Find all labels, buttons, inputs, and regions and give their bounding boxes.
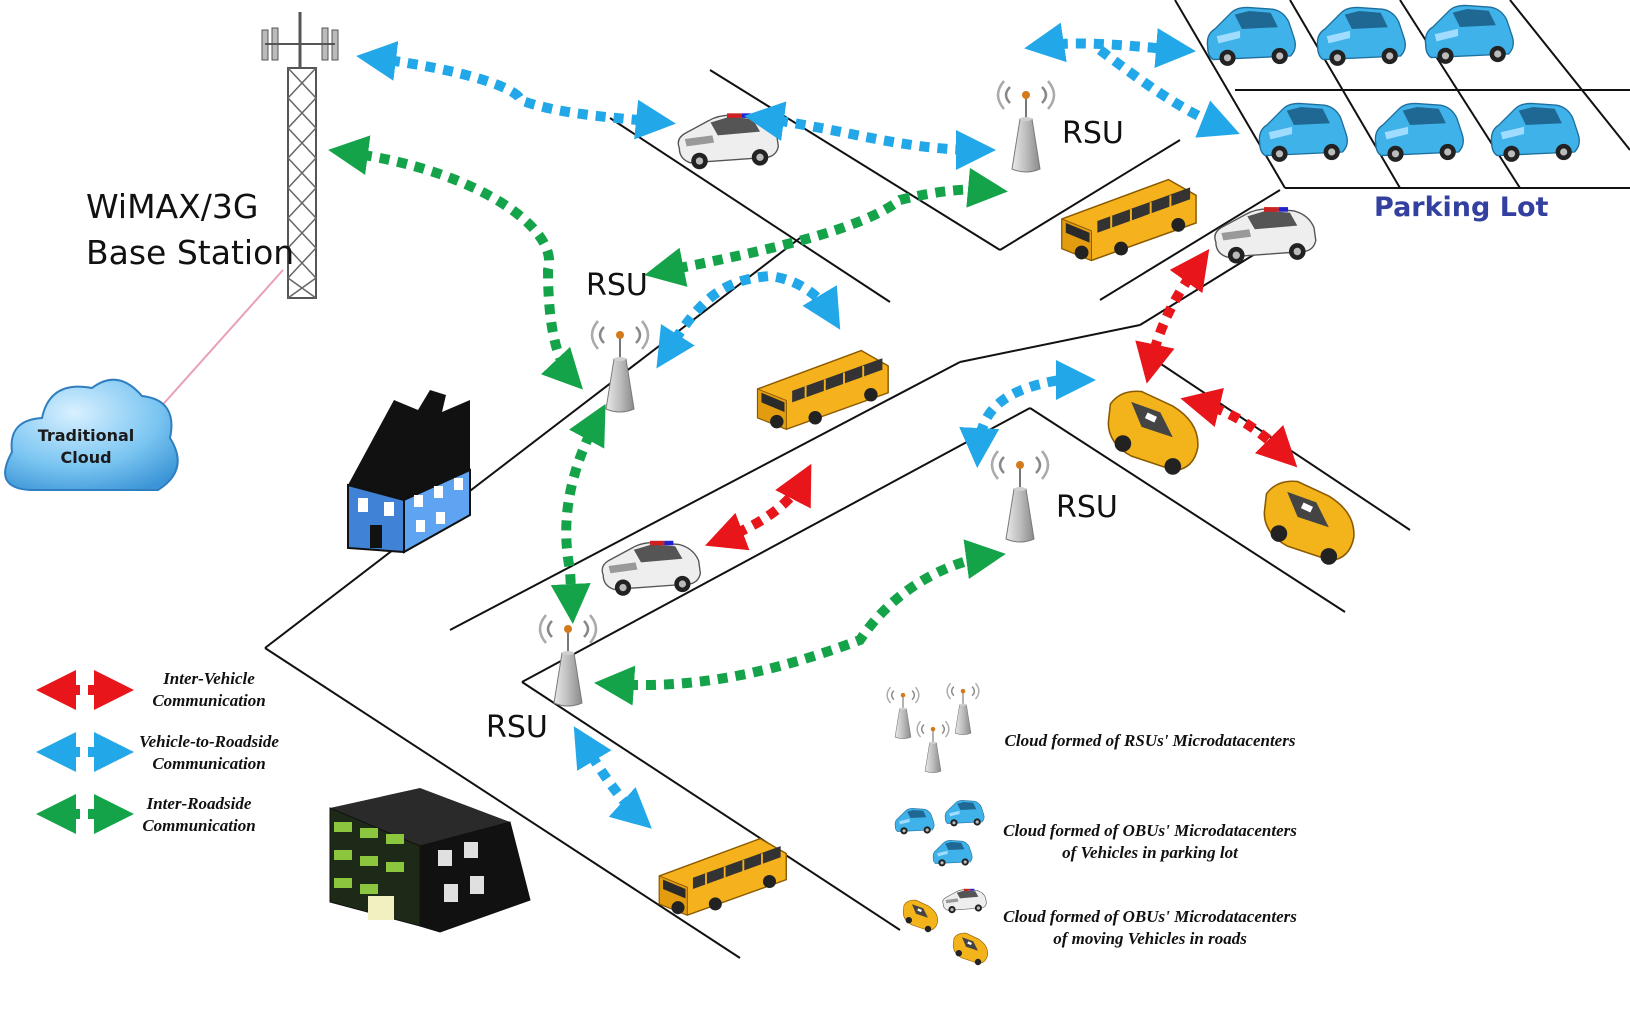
key-moving-cloud-label: Cloud formed of OBUs' Microdatacenters o…: [990, 906, 1310, 950]
base-station-tower: [261, 12, 339, 299]
vehicle-to-roadside-link: [959, 360, 1096, 468]
vehicle-to-roadside-link: [744, 101, 996, 170]
school-bus-icon: [658, 837, 788, 917]
parked-car-icon: [1374, 102, 1464, 163]
key-line2: of moving Vehicles in roads: [1053, 929, 1247, 948]
key-line1: Cloud formed of OBUs' Microdatacenters: [1003, 821, 1297, 840]
school-bus-icon: [1060, 178, 1198, 262]
traditional-cloud-line2: Cloud: [60, 448, 112, 467]
parking-line: [1399, 0, 1521, 189]
taxi-icon: [1107, 390, 1199, 476]
traditional-cloud-line1: Traditional: [37, 426, 135, 445]
key-line1: Cloud formed of RSUs' Microdatacenters: [1004, 731, 1296, 750]
inter-vehicle-link: [1180, 388, 1298, 468]
key-rsu-cluster-icon: [886, 682, 980, 774]
road-line: [999, 139, 1181, 251]
vehicle-to-roadside-link: [1024, 22, 1196, 69]
road-line: [959, 324, 1141, 363]
rsu-icon: [590, 319, 650, 414]
inter-roadside-link: [594, 539, 1006, 706]
legend-inter-roadside-label: Inter-Roadside Communication: [124, 793, 274, 837]
road-line: [1099, 189, 1281, 301]
police-car-icon: [601, 540, 702, 597]
vehicle-to-roadside-link: [573, 726, 652, 829]
office-building-icon: [329, 788, 531, 933]
parking-lot-label: Parking Lot: [1374, 192, 1549, 223]
road-line: [264, 647, 741, 959]
legend-line1: Inter-Vehicle: [163, 669, 255, 688]
inter-roadside-link: [328, 135, 583, 390]
vehicle-to-roadside-link: [1097, 45, 1240, 138]
road-line: [521, 407, 1031, 683]
key-rsu-cloud-label: Cloud formed of RSUs' Microdatacenters: [990, 730, 1310, 752]
key-line1: Cloud formed of OBUs' Microdatacenters: [1003, 907, 1297, 926]
cloud-link-line: [157, 269, 284, 411]
key-parking-cloud-label: Cloud formed of OBUs' Microdatacenters o…: [990, 820, 1310, 864]
house-icon: [347, 390, 471, 554]
rsu-label: RSU: [1062, 116, 1124, 151]
road-line: [449, 361, 961, 631]
key-parked-cars-icon: [894, 800, 985, 867]
legend-line2: Communication: [152, 754, 266, 773]
rsu-icon: [996, 79, 1056, 174]
legend-vehicle-to-roadside-label: Vehicle-to-Roadside Communication: [124, 731, 294, 775]
key-line2: of Vehicles in parking lot: [1062, 843, 1238, 862]
base-station-label: WiMAX/3G Base Station: [86, 184, 294, 276]
key-moving-vehicles-icon: [902, 888, 988, 966]
legend-line1: Vehicle-to-Roadside: [139, 732, 279, 751]
base-station-line1: WiMAX/3G: [86, 187, 259, 226]
traditional-cloud-icon: [4, 378, 179, 491]
legend-line2: Communication: [152, 691, 266, 710]
legend-inter-vehicle-label: Inter-Vehicle Communication: [124, 668, 294, 712]
inter-vehicle-link: [705, 463, 812, 551]
inter-roadside-link: [644, 167, 1008, 287]
parked-car-icon: [1206, 6, 1296, 67]
legend-line1: Inter-Roadside: [146, 794, 252, 813]
rsu-icon: [538, 613, 598, 708]
police-car-icon: [1214, 206, 1317, 265]
parking-line: [1509, 0, 1630, 151]
base-station-line2: Base Station: [86, 233, 295, 272]
taxi-icon: [1263, 480, 1355, 566]
parked-car-icon: [1258, 102, 1348, 163]
school-bus-icon: [756, 349, 890, 431]
rsu-label: RSU: [486, 710, 548, 745]
parked-car-icon: [1316, 6, 1406, 67]
parked-car-icon: [1490, 102, 1580, 163]
vehicle-to-roadside-link: [356, 41, 676, 140]
parked-car-icon: [1424, 4, 1514, 65]
legend-line2: Communication: [142, 816, 256, 835]
vehicle-to-roadside-link: [656, 270, 841, 369]
parking-line: [1289, 0, 1401, 189]
inter-roadside-link: [550, 403, 606, 624]
traditional-cloud-label: Traditional Cloud: [36, 425, 136, 469]
rsu-label: RSU: [1056, 490, 1118, 525]
rsu-label: RSU: [586, 268, 648, 303]
road-line: [521, 681, 901, 931]
rsu-icon: [990, 449, 1050, 544]
